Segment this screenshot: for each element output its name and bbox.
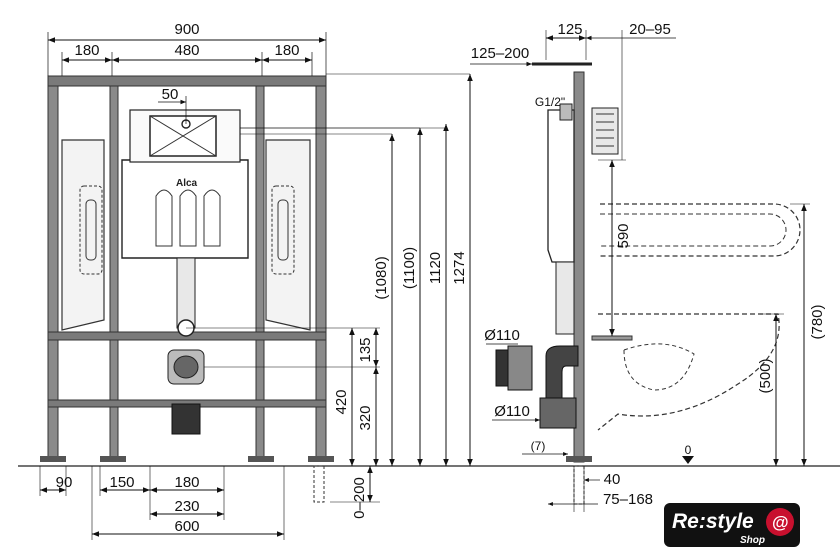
- dim-780: (780): [809, 304, 826, 339]
- toilet-bowl-inner: [623, 343, 695, 391]
- dim-40: 40: [604, 471, 621, 488]
- dim-50: 50: [162, 86, 179, 103]
- left-slot: [85, 199, 97, 261]
- dim-590: 590: [615, 223, 632, 248]
- logo-background: [664, 503, 800, 547]
- toilet-bowl: [597, 313, 780, 431]
- dim-900: 900: [174, 21, 199, 38]
- dim-20-95: 20–95: [629, 21, 671, 38]
- grab-rail-inner: [600, 213, 787, 247]
- dim-150: 150: [109, 474, 134, 491]
- logo-text: Re:style: [672, 510, 754, 533]
- dim-125: 125: [557, 21, 582, 38]
- dim-diam-110-top: Ø110: [484, 327, 520, 344]
- foot-left: [40, 456, 66, 462]
- logo-subtext: Shop: [740, 535, 765, 546]
- rib-3: [203, 189, 221, 247]
- dim-600: 600: [174, 518, 199, 535]
- front-view: Alca 900 180 480 180 50: [18, 21, 840, 540]
- foot-extension: [313, 465, 325, 503]
- dim-500: (500): [757, 358, 774, 393]
- dim-1274: 1274: [451, 251, 468, 284]
- right-slot: [277, 199, 289, 261]
- drain-elbow: [545, 345, 579, 403]
- plate-diag-2: [149, 115, 217, 157]
- water-inlet: [559, 103, 573, 121]
- dim-480: 480: [174, 42, 199, 59]
- side-flush-plate: [591, 107, 619, 155]
- drain-pipe: [171, 403, 201, 435]
- logo-badge-icon: @: [772, 513, 789, 532]
- label-g12: G1/2": [535, 95, 565, 109]
- seat-hinge: [591, 335, 633, 341]
- dim-1120: 1120: [427, 252, 444, 284]
- side-flush-pipe: [555, 261, 575, 335]
- dim-135: 135: [357, 337, 374, 362]
- logo-badge: [766, 508, 794, 536]
- drain-opening: [173, 355, 199, 379]
- dim-0-200: 0–200: [351, 477, 368, 519]
- side-foot-extension: [573, 465, 585, 505]
- dim-420: 420: [333, 389, 350, 414]
- side-connector-sleeve: [507, 345, 533, 391]
- rib-1: [155, 189, 173, 247]
- dim-125-200: 125–200: [471, 45, 529, 62]
- side-cistern: [547, 109, 575, 263]
- foot-inner-left: [100, 456, 126, 462]
- dim-75-168: 75–168: [603, 491, 653, 508]
- right-slot-outline: [271, 185, 295, 275]
- dim-1100: (1100): [401, 247, 418, 289]
- dim-7: (7): [531, 439, 546, 453]
- brand-label: Alca: [176, 178, 198, 189]
- flush-pipe: [176, 257, 196, 329]
- brand-logo: Re:style Shop @: [664, 503, 800, 547]
- rib-2: [179, 189, 197, 247]
- dim-zero: 0: [685, 443, 692, 457]
- foot-right: [308, 456, 334, 462]
- foot-inner-right: [248, 456, 274, 462]
- dim-diam-110-bottom: Ø110: [494, 403, 530, 420]
- side-view: 125 20–95 125–200 G1/2" 590 (780) (500) …: [470, 21, 826, 512]
- dim-1080: (1080): [373, 256, 390, 299]
- dim-320: 320: [357, 405, 374, 430]
- side-foot: [566, 456, 592, 462]
- dim-230: 230: [174, 498, 199, 515]
- frame-top-bar: [47, 75, 327, 87]
- dim-180-right: 180: [274, 42, 299, 59]
- left-slot-outline: [79, 185, 103, 275]
- dim-180-bottom: 180: [174, 474, 199, 491]
- cistern-body: [121, 159, 249, 259]
- dim-180-left: 180: [74, 42, 99, 59]
- zero-marker-icon: [682, 456, 694, 464]
- left-side-panel: [61, 139, 105, 331]
- drain-socket: [539, 397, 577, 429]
- dim-90: 90: [56, 474, 73, 491]
